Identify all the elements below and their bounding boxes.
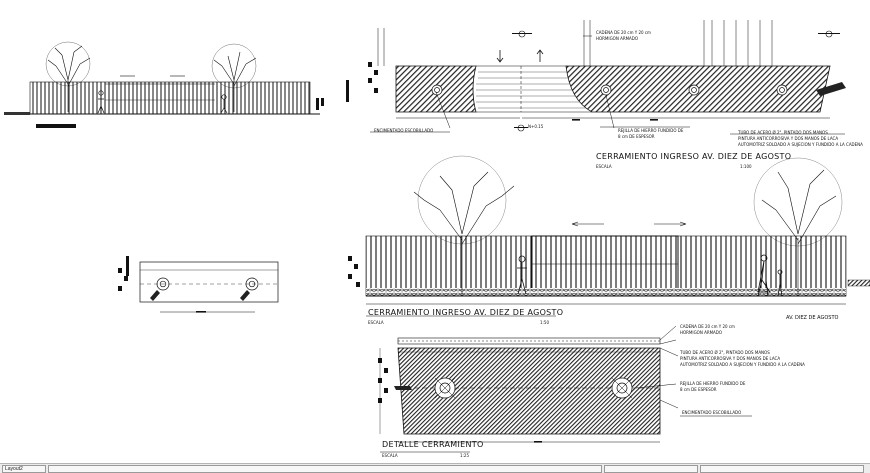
label-tubo-bot-1: TUBO DE ACERO Ø 2", PINTADO DOS MANOS [680, 350, 770, 355]
escala-elevation: ESCALA [368, 320, 384, 325]
person-icon [757, 254, 783, 297]
person-icon [97, 90, 105, 114]
tree-icon [211, 43, 257, 112]
label-cadena-bot-2: HORMIGON ARMADO [680, 330, 723, 335]
scale-main: 1:100 [740, 164, 752, 169]
av-label: AV. DIEZ DE AGOSTO [786, 315, 839, 321]
title-elevation: CERRAMIENTO INGRESO AV. DIEZ DE AGOSTO [368, 308, 564, 317]
person-icon [517, 255, 527, 295]
tree-icon [45, 41, 91, 112]
escala-detail: ESCALA [382, 453, 398, 458]
label-tubo-bot-3: AUTOMOTRIZ SOLDADO A SUJECION Y FUNDIDO … [680, 362, 805, 367]
label-rejilla-top-1: REJILLA DE HIERRO FUNDIDO DE [618, 128, 684, 133]
main-elevation [348, 155, 870, 317]
top-plan [346, 20, 846, 135]
label-encimentado-top: ENCIMENTADO ESCOBILLADO [374, 128, 434, 133]
label-rejilla-top-2: 8 cm DE ESPESOR [618, 134, 655, 139]
label-encimentado-bot: ENCIMENTADO ESCOBILLADO [682, 410, 742, 415]
small-plan [118, 256, 279, 313]
label-cadena-top-1: CADENA DE 20 cm Y 20 cm [596, 30, 651, 35]
label-tubo-top-3: AUTOMOTRIZ SOLDADO A SUJECION Y FUNDIDO … [738, 142, 863, 147]
title-main: CERRAMIENTO INGRESO AV. DIEZ DE AGOSTO [596, 152, 792, 161]
tree-icon [753, 157, 843, 296]
label-rejilla-bot-2: 8 cm DE ESPESOR [680, 387, 717, 392]
label-tubo-top-1: TUBO DE ACERO Ø 2", PINTADO DOS MANOS [738, 130, 828, 135]
label-tubo-bot-2: PINTURA ANTICORROSIVA Y DOS MANOS DE LAC… [680, 356, 781, 361]
label-level: N+0.15 [528, 124, 544, 129]
label-tubo-top-2: PINTURA ANTICORROSIVA Y DOS MANOS DE LAC… [738, 136, 839, 141]
detail-plan [378, 325, 752, 453]
small-elevation [4, 41, 324, 128]
escala-main: ESCALA [596, 164, 612, 169]
scale-elevation: 1:50 [540, 320, 549, 325]
title-detail: DETALLE CERRAMIENTO [382, 440, 484, 449]
compass-icon [512, 30, 840, 132]
label-rejilla-bot-1: REJILLA DE HIERRO FUNDIDO DE [680, 381, 746, 386]
label-cadena-top-2: HORMIGON ARMADO [596, 36, 639, 41]
tree-icon [413, 155, 515, 296]
label-cadena-bot-1: CADENA DE 20 cm Y 20 cm [680, 324, 735, 329]
scale-detail: 1:25 [460, 453, 469, 458]
person-icon [220, 94, 228, 114]
